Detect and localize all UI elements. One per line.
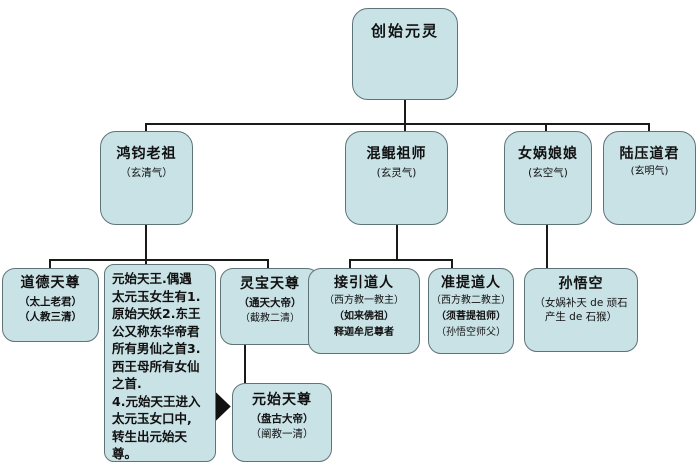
yuanshitianwang-note: 元始天王.偶遇 太元玉女生有1. 原始天妖2.东王 公又称东华帝君 所有男仙之首… (104, 264, 216, 462)
node-title: 孙悟空 (558, 276, 604, 292)
node-title: 元始天尊 (252, 392, 312, 408)
node-subtitle: （西方教二教主） (431, 295, 511, 306)
node-title: 陆压道君 (619, 146, 680, 162)
node-title: 道德天尊 (20, 275, 81, 291)
node-title: 创始元灵 (370, 22, 439, 40)
node-title: 准提道人 (441, 275, 501, 291)
node-lingbaotianzun: 灵宝天尊 （通天大帝） （截教二清） (220, 268, 320, 345)
node-jieyindaoren: 接引道人 （西方教一教主） （如来佛祖） 释迦牟尼尊者 (308, 268, 420, 354)
node-title: 灵宝天尊 (240, 276, 300, 292)
node-subtitle: (玄空气) (528, 167, 568, 179)
node-subtitle: （太上老君） (19, 296, 82, 308)
node-subtitle: （通天大帝） (238, 297, 302, 309)
node-subtitle: (玄灵气) (376, 167, 417, 179)
node-yuanshitianzun: 元始天尊 （盘古大帝） （阐教一清） (232, 383, 332, 462)
node-subtitle: （女娲补天 de 顽石产生 de 石猴） (534, 297, 628, 323)
node-subtitle: 释迦牟尼尊者 (334, 327, 394, 338)
node-title: 女娲娘娘 (518, 146, 578, 162)
node-subtitle: （阐教一清） (250, 428, 314, 440)
node-zhuntidaoren: 准提道人 （西方教二教主） （须菩提祖师） （孙悟空师父） (428, 268, 514, 354)
node-subtitle: （须菩提祖师） (436, 311, 506, 322)
node-luyadaojun: 陆压道君 (玄明气) (603, 131, 696, 225)
node-title: 混鲲祖师 (366, 146, 427, 162)
node-subtitle: (玄明气) (630, 166, 669, 177)
node-subtitle: （玄清气） (120, 167, 173, 179)
node-hunkunzushi: 混鲲祖师 (玄灵气) (345, 131, 448, 225)
node-subtitle: （人教三清） (19, 311, 82, 323)
node-hongjunlaozu: 鸿钧老祖 （玄清气） (100, 131, 193, 225)
node-nvwaniangniang: 女娲娘娘 (玄空气) (504, 131, 592, 225)
node-daodetianzun: 道德天尊 （太上老君） （人教三清） (2, 268, 99, 342)
node-subtitle: （截教二清） (240, 313, 300, 324)
node-subtitle: （西方教一教主） (324, 295, 404, 306)
node-title: 接引道人 (334, 275, 394, 291)
node-subtitle: （孙悟空师父） (436, 327, 506, 338)
node-chuangshiyuanling: 创始元灵 (352, 8, 458, 100)
node-sunwukong: 孙悟空 （女娲补天 de 顽石产生 de 石猴） (524, 268, 638, 352)
node-title: 鸿钧老祖 (116, 146, 177, 162)
node-subtitle: （如来佛祖） (334, 311, 394, 322)
node-subtitle: （盘古大帝） (250, 413, 314, 425)
